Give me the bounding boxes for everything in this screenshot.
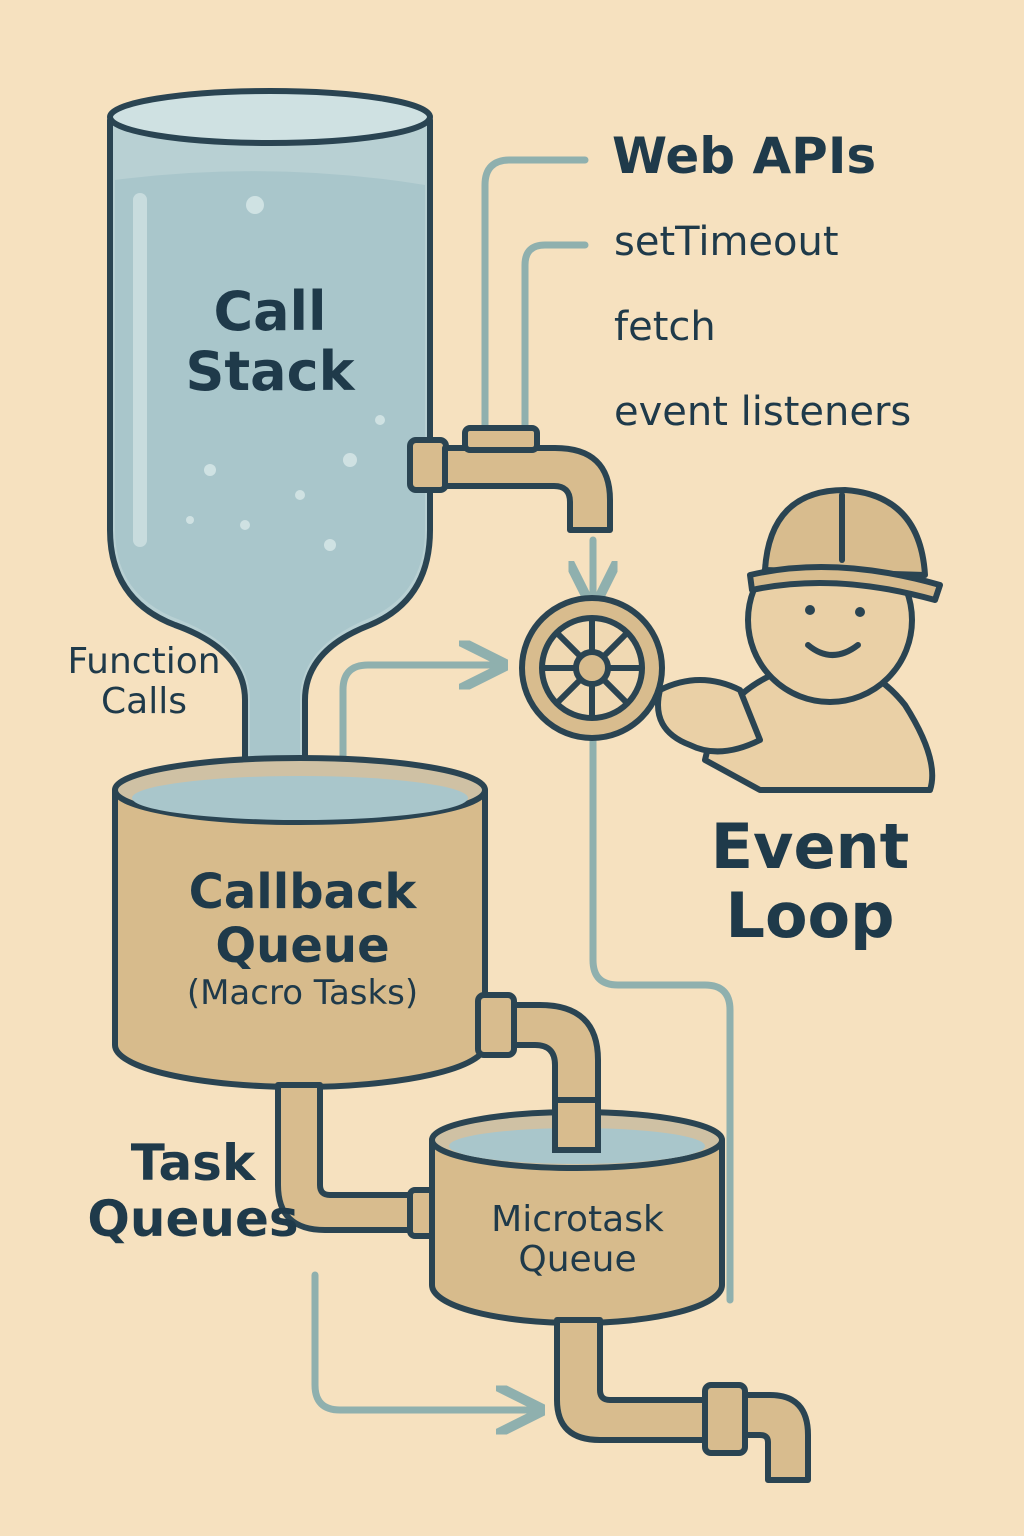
- drain-pipe-icon: [554, 1317, 811, 1483]
- callback-queue-tank: [112, 755, 488, 1090]
- web-api-event-listeners: event listeners: [614, 389, 912, 435]
- callback-to-valve-arrow: [339, 665, 498, 764]
- callback-queue-label: Callback Queue (Macro Tasks): [186, 864, 419, 1013]
- call-stack-label: Call Stack: [185, 280, 355, 404]
- call-stack-bottle: [107, 88, 433, 813]
- task-queues-arrow: [311, 1271, 535, 1410]
- function-calls-label: Function Calls: [67, 641, 221, 723]
- web-api-settimeout: setTimeout: [614, 219, 839, 265]
- connector-lines: [311, 156, 734, 1410]
- web-api-fetch: fetch: [614, 304, 716, 350]
- valve-wheel-icon: [519, 595, 665, 741]
- microtask-queue-label: Microtask Queue: [491, 1199, 664, 1281]
- web-apis-title: Web APIs: [612, 127, 877, 185]
- valve-to-microtask-line: [589, 726, 734, 1304]
- web-apis-connector: [481, 156, 589, 434]
- faucet-icon: [407, 425, 613, 533]
- event-loop-label: Event Loop: [710, 810, 910, 953]
- task-queues-label: Task Queues: [87, 1134, 299, 1248]
- microtask-queue-tank: [429, 1097, 725, 1326]
- worker-character-icon: [655, 487, 943, 793]
- settimeout-connector: [521, 241, 589, 434]
